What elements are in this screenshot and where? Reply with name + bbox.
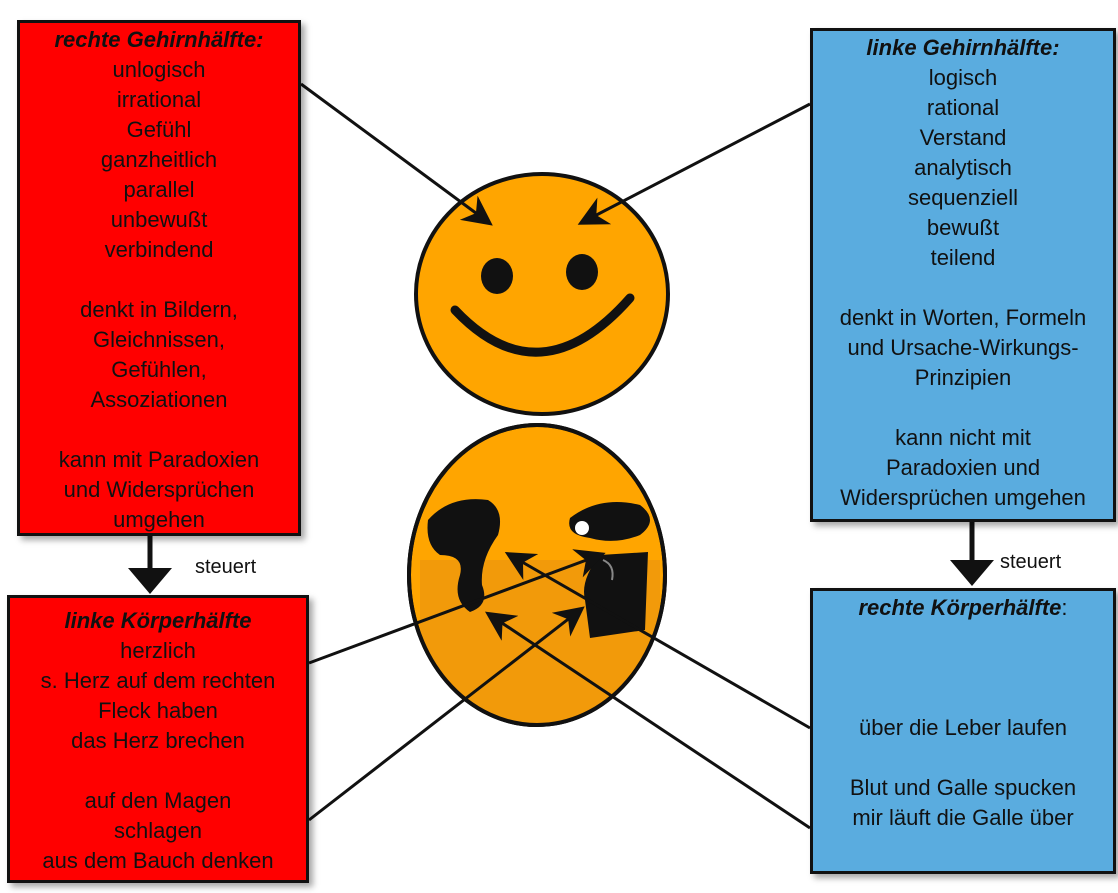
right-brain-paradox: und Widersprüchen (63, 477, 255, 502)
right-body-line: über die Leber laufen (859, 715, 1067, 740)
left-brain-paradox: Widersprüchen umgehen (840, 485, 1086, 510)
left-brain-title: linke Gehirnhälfte: (866, 35, 1060, 60)
left-brain-trait: analytisch (914, 155, 1012, 180)
left-brain-trait: Verstand (919, 125, 1007, 150)
right-body-line: mir läuft die Galle über (852, 805, 1074, 830)
steuert-label-left: steuert (195, 556, 257, 578)
left-brain-trait: teilend (930, 245, 996, 270)
left-body-line: Fleck haben (98, 698, 218, 723)
left-brain-paradox: Paradoxien und (885, 455, 1041, 480)
down-arrow-right-icon (950, 560, 994, 586)
left-body-line: schlagen (113, 818, 203, 843)
right-brain-trait: parallel (123, 177, 195, 202)
left-brain-thinks: denkt in Worten, Formeln (839, 305, 1087, 330)
right-brain-thinks: Gefühlen, (111, 357, 207, 382)
right-body-line: Blut und Galle spucken (849, 775, 1077, 800)
left-body-line: herzlich (120, 638, 196, 663)
left-body-box: linke Körperhälfte herzlich s. Herz auf … (7, 595, 309, 883)
left-brain-thinks: und Ursache-Wirkungs- (847, 335, 1079, 360)
right-brain-thinks: Gleichnissen, (92, 327, 226, 352)
right-brain-box: rechte Gehirnhälfte: unlogisch irrationa… (17, 20, 301, 536)
left-body-line: das Herz brechen (71, 728, 245, 753)
right-brain-trait: unlogisch (112, 57, 206, 82)
left-brain-box: linke Gehirnhälfte: logisch rational Ver… (810, 28, 1116, 522)
right-brain-thinks: denkt in Bildern, (80, 297, 238, 322)
left-brain-thinks: Prinzipien (914, 365, 1012, 390)
left-brain-trait: bewußt (926, 215, 1000, 240)
right-body-box: rechte Körperhälfte: über die Leber lauf… (810, 588, 1116, 874)
right-brain-trait: ganzheitlich (100, 147, 218, 172)
left-body-line: s. Herz auf dem rechten (40, 668, 276, 693)
right-brain-paradox: kann mit Paradoxien (58, 447, 260, 472)
left-brain-trait: sequenziell (907, 185, 1019, 210)
right-brain-trait: irrational (116, 87, 202, 112)
left-body-line: auf den Magen (84, 788, 232, 813)
left-brain-trait: logisch (928, 65, 998, 90)
left-body-title: linke Körperhälfte (64, 608, 252, 633)
right-brain-title: rechte Gehirnhälfte: (54, 27, 264, 52)
right-body-title-suffix: : (1061, 595, 1068, 620)
right-brain-thinks: Assoziationen (90, 387, 228, 412)
right-body-title-row: rechte Körperhälfte: (813, 593, 1113, 623)
right-body-title: rechte Körperhälfte (858, 595, 1062, 620)
left-brain-trait: rational (926, 95, 1000, 120)
down-arrow-left-icon (128, 568, 172, 594)
steuert-label-right: steuert (1000, 551, 1062, 573)
right-brain-trait: verbindend (104, 237, 214, 262)
right-brain-trait: Gefühl (126, 117, 192, 142)
right-brain-trait: unbewußt (110, 207, 208, 232)
left-brain-paradox: kann nicht mit (895, 425, 1031, 450)
right-brain-paradox: umgehen (113, 507, 205, 532)
smiley-face-icon (414, 172, 670, 416)
left-body-line: aus dem Bauch denken (42, 848, 274, 873)
